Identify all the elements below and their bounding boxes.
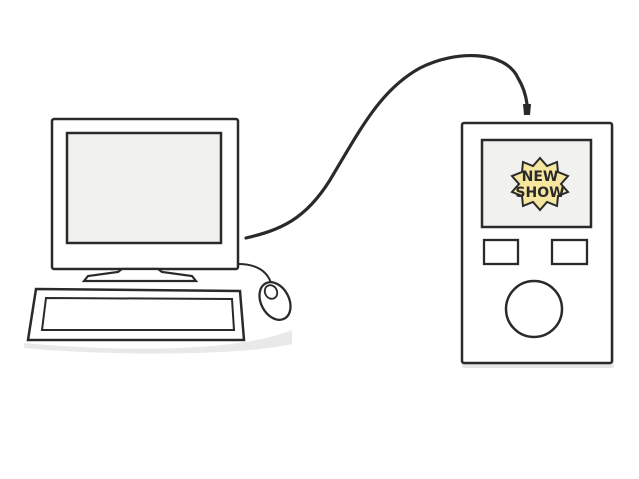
mouse [258, 281, 292, 321]
mouse-body [258, 281, 292, 321]
badge-line2: SHOW [515, 185, 564, 201]
click-wheel [504, 279, 564, 339]
monitor-screen [65, 131, 223, 245]
keyboard-keys-area [40, 296, 236, 331]
monitor-stand [81, 267, 199, 283]
media-player: NEW SHOW [460, 121, 614, 368]
new-show-badge [510, 156, 570, 212]
cable-plug [523, 104, 531, 115]
mouse-button [263, 284, 279, 300]
right-button [550, 238, 589, 266]
left-button [482, 238, 520, 266]
desktop-computer [26, 117, 292, 342]
desk-shadow [24, 330, 292, 354]
usb-cable [244, 53, 529, 240]
badge-line1: NEW [522, 169, 559, 185]
